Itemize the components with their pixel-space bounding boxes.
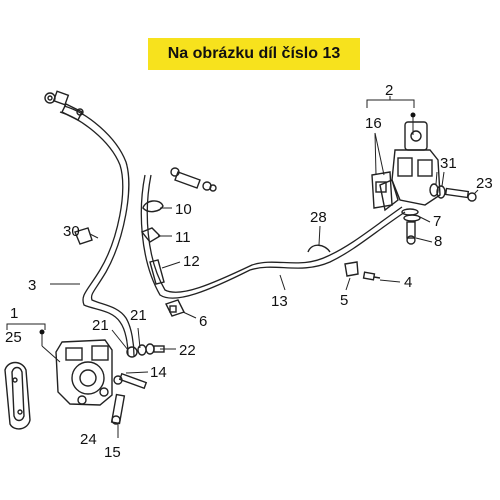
label-part-6: 6 — [199, 313, 207, 330]
label-part-2: 2 — [385, 82, 393, 99]
clip-5 — [344, 261, 359, 277]
hose-3 — [59, 105, 135, 357]
clamp-6 — [165, 299, 185, 317]
label-part-28: 28 — [310, 209, 327, 226]
label-part-3: 3 — [28, 277, 36, 294]
clamp-11 — [140, 227, 162, 243]
label-part-24: 24 — [80, 431, 97, 448]
label-part-14: 14 — [150, 364, 167, 381]
brake-caliper — [55, 339, 113, 406]
label-part-23: 23 — [476, 175, 493, 192]
brake-pads-25 — [4, 361, 31, 430]
label-part-12: 12 — [183, 253, 200, 270]
label-part-30: 30 — [63, 223, 80, 240]
washers-31 — [429, 183, 446, 199]
label-part-7: 7 — [433, 213, 441, 230]
label-part-10: 10 — [175, 201, 192, 218]
label-part-21-right: 21 — [130, 307, 147, 324]
master-cylinder — [371, 121, 441, 212]
sleeve-12 — [149, 259, 165, 285]
bolt-14 — [113, 372, 148, 390]
label-part-15: 15 — [104, 444, 121, 461]
group-bracket-2 — [366, 96, 415, 108]
bolt-8 — [406, 221, 416, 245]
banjo-fitting-top-left — [44, 90, 84, 121]
label-part-8: 8 — [434, 233, 442, 250]
label-part-13: 13 — [271, 293, 288, 310]
banjo-fitting-bottom — [126, 343, 165, 358]
label-part-5: 5 — [340, 292, 348, 309]
label-part-11: 11 — [175, 229, 191, 246]
label-part-25: 25 — [5, 329, 22, 346]
label-part-4: 4 — [404, 274, 412, 291]
leader-lines — [41, 117, 479, 438]
bullet-2 — [410, 112, 416, 118]
ring-28 — [307, 244, 331, 253]
bolt-4 — [362, 271, 381, 281]
bolt-23 — [444, 187, 477, 202]
label-part-21-left: 21 — [92, 317, 109, 334]
clip-30 — [74, 227, 93, 245]
bolt-24 — [110, 393, 126, 425]
label-part-31: 31 — [440, 155, 457, 172]
label-part-22: 22 — [179, 342, 196, 359]
highlight-banner: Na obrázku díl číslo 13 — [148, 38, 360, 70]
hose-13 — [140, 174, 406, 299]
label-part-16: 16 — [365, 115, 382, 132]
fitting-mid — [170, 167, 217, 192]
bullet-1 — [39, 329, 45, 335]
label-part-1: 1 — [10, 305, 18, 322]
group-bracket-1 — [6, 323, 46, 330]
washers-7 — [401, 208, 421, 222]
clip-10 — [142, 200, 164, 213]
